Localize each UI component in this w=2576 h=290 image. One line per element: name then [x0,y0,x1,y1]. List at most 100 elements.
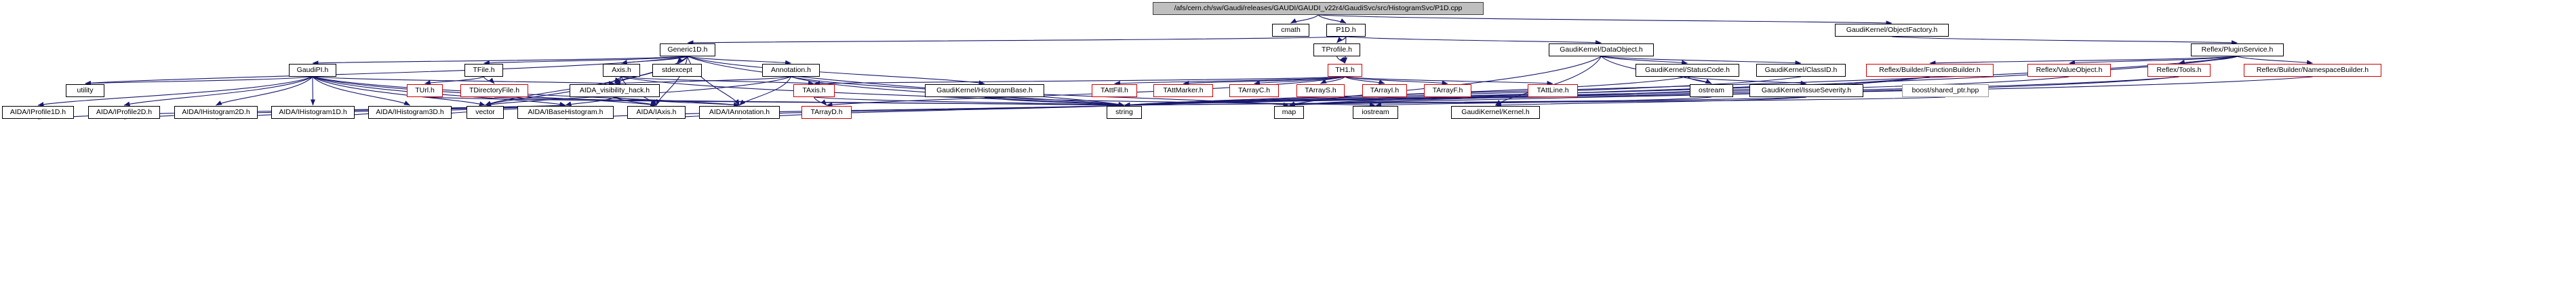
graph-edge [814,96,1125,108]
graph-edge [1320,76,1345,84]
graph-node[interactable]: GaudiKernel/ObjectFactory.h [1835,24,1949,37]
graph-node[interactable]: Axis.h [603,64,640,77]
node-label: Generic1D.h [667,46,708,54]
graph-node[interactable]: GaudiKernel/Kernel.h [1451,106,1540,119]
graph-edge [1601,56,1802,66]
graph-node[interactable]: utility [66,84,104,97]
graph-edge [312,76,486,107]
node-label: GaudiKernel/StatusCode.h [1645,66,1730,75]
node-label: AIDA/IProfile1D.h [9,108,66,117]
graph-node[interactable]: Reflex/Tools.h [2147,64,2211,77]
node-label: GaudiKernel/ClassID.h [1764,66,1838,75]
graph-node[interactable]: GaudiPI.h [289,64,336,77]
graph-edge [984,96,1376,108]
graph-edge [687,56,985,86]
graph-node[interactable]: cmath [1272,24,1309,37]
graph-node[interactable]: GaudiKernel/IssueSeverity.h [1749,84,1863,97]
graph-node[interactable]: AIDA/IProfile1D.h [2,106,74,119]
node-label: TH1.h [1335,66,1355,75]
graph-node[interactable]: TH1.h [1328,64,1362,77]
graph-edge [424,76,484,85]
graph-node[interactable]: AIDA/IHistogram1D.h [271,106,355,119]
node-label: GaudiKernel/ObjectFactory.h [1846,26,1938,35]
graph-edge [312,76,615,86]
graph-node[interactable]: stdexcept [652,64,702,77]
node-label: GaudiKernel/DataObject.h [1560,46,1643,54]
node-label: AIDA/IProfile2D.h [96,108,153,117]
node-label: TUrl.h [415,86,435,95]
graph-edge [687,36,1347,46]
graph-node[interactable]: TAttLine.h [1528,84,1578,97]
graph-edge [1345,36,1602,46]
graph-edge [1317,14,1893,26]
graph-edge [216,76,313,106]
graph-node[interactable]: TAttMarker.h [1153,84,1213,97]
graph-node[interactable]: TAxis.h [793,84,835,97]
graph-node[interactable]: Reflex/ValueObject.h [2027,64,2111,77]
graph-edge [739,76,791,106]
graph-node[interactable]: AIDA/IBaseHistogram.h [517,106,614,119]
graph-node[interactable]: boost/shared_ptr.hpp [1902,84,1989,97]
graph-edge [984,96,1125,107]
node-label: TArrayC.h [1237,86,1271,95]
node-label: AIDA/IHistogram2D.h [182,108,250,117]
graph-edge [1687,76,1712,84]
node-label: map [1282,108,1296,117]
graph-node[interactable]: AIDA/IAnnotation.h [699,106,780,119]
graph-node[interactable]: TArrayF.h [1424,84,1471,97]
graph-node[interactable]: Generic1D.h [660,43,715,56]
graph-edge [85,76,313,86]
graph-node[interactable]: TArrayD.h [801,106,852,119]
graph-edge [614,96,657,106]
node-label: GaudiKernel/IssueSeverity.h [1761,86,1852,95]
graph-edge [1345,76,1385,85]
graph-node[interactable]: GaudiKernel/ClassID.h [1756,64,1846,77]
graph-edge [37,76,313,107]
graph-node[interactable]: vector [467,106,504,119]
graph-node[interactable]: string [1107,106,1142,119]
graph-node[interactable]: AIDA/IHistogram3D.h [368,106,452,119]
graph-node[interactable]: AIDA/IAxis.h [627,106,686,119]
graph-node[interactable]: TAttFill.h [1092,84,1137,97]
graph-node[interactable]: GaudiKernel/HistogramBase.h [925,84,1044,97]
node-label: Axis.h [612,66,631,75]
graph-node[interactable]: TProfile.h [1313,43,1360,56]
graph-node[interactable]: Reflex/PluginService.h [2191,43,2284,56]
graph-node[interactable]: TArrayC.h [1229,84,1279,97]
graph-node[interactable]: Reflex/Builder/NamespaceBuilder.h [2244,64,2381,77]
graph-edge [1290,14,1319,24]
node-label: TAttLine.h [1537,86,1569,95]
graph-edge [813,96,827,106]
graph-node[interactable]: GaudiKernel/DataObject.h [1549,43,1654,56]
graph-node[interactable]: map [1274,106,1304,119]
graph-node[interactable]: AIDA/IProfile2D.h [88,106,160,119]
graph-node[interactable]: AIDA_visibility_hack.h [570,84,660,97]
graph-edge [687,56,791,65]
graph-node[interactable]: iostream [1353,106,1398,119]
graph-node[interactable]: P1D.h [1326,24,1366,37]
graph-edge [123,76,313,107]
node-label: boost/shared_ptr.hpp [1911,86,1979,95]
graph-edge [1336,36,1347,43]
node-label: AIDA/IHistogram1D.h [279,108,347,117]
graph-node[interactable]: TArrayS.h [1296,84,1345,97]
graph-node[interactable]: TUrl.h [407,84,443,97]
graph-node[interactable]: ostream [1690,84,1733,97]
graph-node[interactable]: TDirectoryFile.h [460,84,528,97]
graph-edge [565,96,615,107]
graph-node[interactable]: Reflex/Builder/FunctionBuilder.h [1866,64,1994,77]
graph-root-node[interactable]: /afs/cern.ch/sw/Gaudi/releases/GAUDI/GAU… [1153,2,1484,15]
graph-node[interactable]: TArrayI.h [1362,84,1407,97]
graph-edge [1601,56,1688,65]
graph-node[interactable]: AIDA/IHistogram2D.h [174,106,258,119]
node-label: TProfile.h [1322,46,1352,54]
graph-node[interactable]: GaudiKernel/StatusCode.h [1636,64,1739,77]
node-label: TAttFill.h [1101,86,1128,95]
graph-edge [483,56,688,66]
graph-node[interactable]: Annotation.h [762,64,820,77]
graph-node[interactable]: TFile.h [464,64,503,77]
graph-edge [2237,56,2313,65]
node-label: iostream [1362,108,1389,117]
graph-edge [1345,76,1448,86]
graph-edge [1317,14,1347,24]
